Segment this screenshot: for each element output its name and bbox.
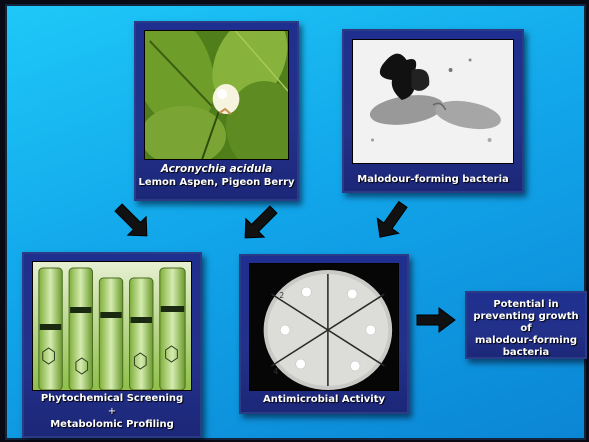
plant-photo bbox=[144, 30, 289, 160]
result-line-4: bacteria bbox=[502, 347, 550, 358]
arrow-plant-to-phyto-icon bbox=[114, 203, 148, 237]
result-line-3: malodour-forming bbox=[475, 335, 577, 346]
phytochemical-caption: Phytochemical Screening + Metabolomic Pr… bbox=[24, 392, 200, 431]
arrow-plant-to-anti-icon bbox=[244, 205, 278, 239]
test-tubes-photo bbox=[32, 261, 192, 391]
bacteria-micrograph bbox=[352, 39, 514, 164]
result-box: Potential in preventing growth of malodo… bbox=[465, 291, 587, 359]
arrow-bact-to-anti-icon bbox=[376, 200, 408, 238]
petri-dish-photo: 2 4 bbox=[249, 263, 399, 391]
result-line-1: Potential in bbox=[493, 299, 559, 310]
plant-panel: Acronychia acidula Lemon Aspen, Pigeon B… bbox=[134, 21, 299, 201]
plus-sign: + bbox=[107, 406, 117, 417]
arrow-anti-to-result-icon bbox=[416, 307, 456, 333]
phytochemical-panel: Phytochemical Screening + Metabolomic Pr… bbox=[22, 252, 202, 438]
phytochemical-screening-label: Phytochemical Screening bbox=[40, 393, 184, 404]
metabolomic-profiling-label: Metabolomic Profiling bbox=[50, 419, 174, 430]
svg-text:4: 4 bbox=[273, 367, 278, 376]
result-line-2: preventing growth of bbox=[473, 311, 579, 334]
plant-common-names: Lemon Aspen, Pigeon Berry bbox=[138, 177, 295, 188]
bacteria-panel: Malodour-forming bacteria bbox=[342, 29, 524, 193]
bacteria-caption: Malodour-forming bacteria bbox=[357, 174, 509, 185]
plant-caption: Acronychia acidula Lemon Aspen, Pigeon B… bbox=[136, 163, 297, 189]
result-text: Potential in preventing growth of malodo… bbox=[467, 299, 585, 359]
svg-text:2: 2 bbox=[279, 291, 284, 300]
antimicrobial-caption: Antimicrobial Activity bbox=[262, 394, 385, 405]
antimicrobial-panel: 2 4 Antimicrobial Activity bbox=[239, 254, 409, 414]
plant-species-name: Acronychia acidula bbox=[160, 163, 273, 175]
diagram-canvas: Acronychia acidula Lemon Aspen, Pigeon B… bbox=[5, 4, 587, 440]
